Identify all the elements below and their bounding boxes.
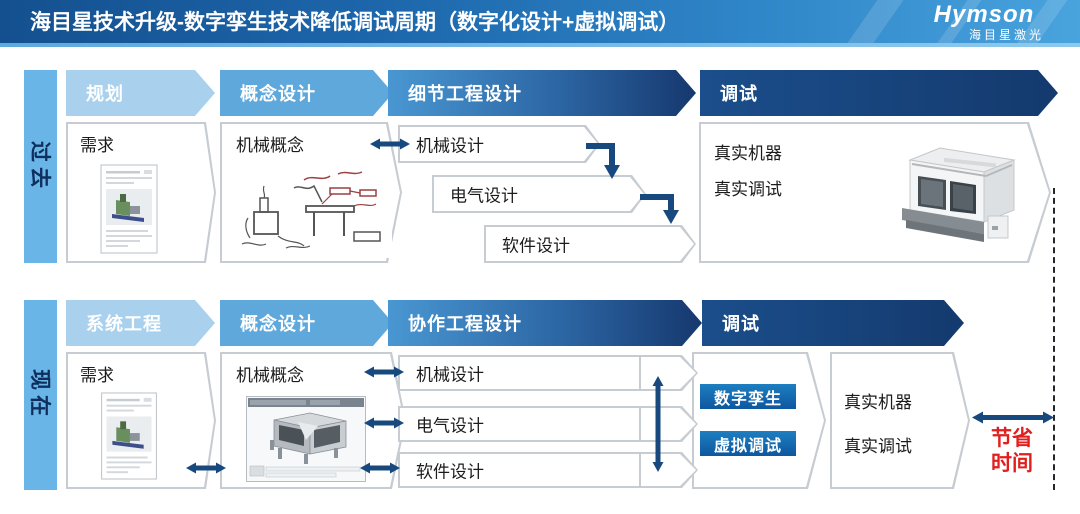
present-mech-concept-label: 机械概念	[236, 366, 304, 385]
stage-label: 规划	[86, 84, 124, 104]
digital-twin-badge: 数字孪生	[700, 384, 796, 409]
bidirectional-arrow-icon	[364, 366, 404, 378]
box-fill	[832, 354, 968, 487]
present-virtual-debug-box	[692, 352, 826, 489]
stage-present-debug: 调试	[702, 300, 964, 346]
stage-present-collab-engineering: 协作工程设计	[388, 300, 702, 346]
bar-divider	[639, 406, 641, 442]
deadline-dashed-line	[1053, 188, 1055, 490]
bent-arrow-icon	[640, 194, 679, 224]
box-fill	[694, 354, 824, 487]
stage-label: 概念设计	[240, 84, 316, 104]
present-real-machine-label: 真实机器	[844, 393, 912, 412]
past-soft-design-label: 软件设计	[502, 236, 570, 256]
bidirectional-arrow-icon	[186, 462, 226, 474]
row-label-present: 现在	[24, 300, 57, 490]
time-saved-arrow-icon	[972, 411, 1054, 424]
past-real-debug-label: 真实调试	[714, 180, 782, 199]
bar-divider	[639, 355, 641, 391]
hand-sketch-image	[234, 166, 392, 258]
bar-fill	[400, 357, 696, 389]
past-requirement-label: 需求	[80, 136, 114, 155]
stage-label: 协作工程设计	[408, 314, 522, 334]
machine-photo	[902, 147, 1016, 242]
stage-present-system-engineering: 系统工程	[66, 300, 215, 346]
bidirectional-arrow-icon	[360, 462, 400, 474]
bar-fill	[400, 454, 696, 486]
bar-fill	[400, 408, 696, 440]
logo-brand: Hymson	[933, 1, 1035, 28]
logo-subtitle: 海目星激光	[968, 28, 1044, 42]
stage-past-concept-design: 概念设计	[220, 70, 393, 116]
present-elec-design-bar: 电气设计	[398, 406, 698, 442]
row-label-present-text: 现在	[27, 369, 51, 421]
present-requirement-label: 需求	[80, 366, 114, 385]
past-mech-design-bar: 机械设计	[398, 125, 600, 163]
document-thumbnail	[101, 392, 157, 480]
bent-arrow-icon	[586, 143, 620, 179]
stage-label: 调试	[722, 314, 760, 334]
stage-past-planning: 规划	[66, 70, 215, 116]
time-saved-line2: 时间	[991, 452, 1033, 475]
bar-fill	[400, 127, 598, 161]
hymson-logo: Hymson 海目星激光	[914, 1, 1054, 42]
present-real-debug-label: 真实调试	[844, 437, 912, 456]
past-real-machine-label: 真实机器	[714, 144, 782, 163]
present-mech-design-bar: 机械设计	[398, 355, 698, 391]
stage-past-detail-engineering: 细节工程设计	[388, 70, 696, 116]
past-elec-design-bar: 电气设计	[432, 175, 646, 213]
bar-fill	[434, 177, 644, 211]
row-label-past: 过去	[24, 70, 57, 263]
stage-present-concept-design: 概念设计	[220, 300, 393, 346]
time-saved-label: 节省 时间	[968, 426, 1056, 476]
row-label-past-text: 过去	[27, 140, 51, 193]
header-bar: 海目星技术升级-数字孪生技术降低调试周期（数字化设计+虚拟调试） Hymson …	[0, 0, 1080, 47]
header-bottom-strip	[0, 43, 1080, 47]
stage-label: 细节工程设计	[408, 84, 522, 104]
present-real-debug-box	[830, 352, 970, 489]
stage-label: 调试	[720, 84, 758, 104]
past-soft-design-bar: 软件设计	[484, 225, 696, 263]
stage-past-debug: 调试	[700, 70, 1058, 116]
bar-fill	[486, 227, 694, 261]
document-thumbnail	[100, 164, 158, 254]
present-mech-design-label: 机械设计	[416, 365, 484, 385]
past-elec-design-label: 电气设计	[450, 186, 518, 206]
time-saved-line1: 节省	[991, 427, 1033, 450]
present-soft-design-bar: 软件设计	[398, 452, 698, 488]
bar-divider	[639, 452, 641, 488]
past-mech-concept-label: 机械概念	[236, 136, 304, 155]
virtual-debug-badge: 虚拟调试	[700, 431, 796, 456]
bidirectional-arrow-icon	[364, 417, 404, 429]
vertical-bidirectional-arrow-icon	[652, 376, 664, 472]
header-streak	[828, 0, 918, 47]
past-mech-design-label: 机械设计	[416, 136, 484, 156]
stage-label: 概念设计	[240, 314, 316, 334]
present-elec-design-label: 电气设计	[416, 416, 484, 436]
present-soft-design-label: 软件设计	[416, 462, 484, 482]
cad-screenshot-image	[246, 396, 366, 482]
stage-label: 系统工程	[86, 314, 162, 334]
bidirectional-arrow-icon	[370, 138, 410, 150]
page-title: 海目星技术升级-数字孪生技术降低调试周期（数字化设计+虚拟调试）	[30, 11, 680, 34]
